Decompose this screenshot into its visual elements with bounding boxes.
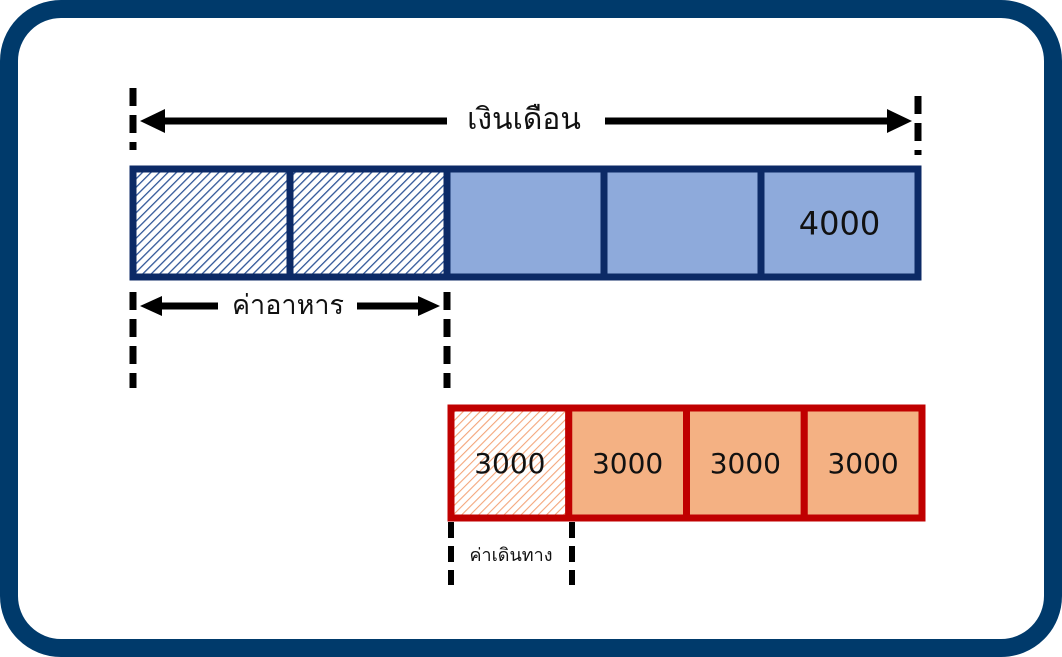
travel-dimension: ค่าเดินทาง <box>448 522 575 585</box>
salary-segment-5 <box>757 165 922 281</box>
food-label: ค่าอาหาร <box>232 290 344 321</box>
expense-segment-4 <box>800 404 926 522</box>
salary-arrowhead-left <box>140 109 165 133</box>
expense-value-2: 3000 <box>592 447 663 480</box>
salary-bar: 4000 <box>129 165 922 281</box>
expense-bar: 3000 3000 3000 3000 <box>447 404 926 522</box>
travel-label: ค่าเดินทาง <box>469 545 552 566</box>
salary-segment-2 <box>286 165 451 281</box>
expense-value-1: 3000 <box>474 447 545 480</box>
salary-label: เงินเดือน <box>467 102 581 137</box>
expense-value-3: 3000 <box>710 447 781 480</box>
salary-segment-3 <box>443 165 608 281</box>
salary-value-5: 4000 <box>799 205 880 243</box>
salary-segment-1 <box>129 165 294 281</box>
salary-dimension: เงินเดือน <box>129 88 922 155</box>
food-arrowhead-left <box>140 296 162 316</box>
salary-segment-4 <box>600 165 765 281</box>
food-arrowhead-right <box>418 296 440 316</box>
salary-arrowhead-right <box>887 109 912 133</box>
food-dimension: ค่าอาหาร <box>129 290 451 388</box>
expense-segment-1 <box>447 404 573 522</box>
expense-segment-2 <box>565 404 690 522</box>
expense-value-4: 3000 <box>827 447 898 480</box>
